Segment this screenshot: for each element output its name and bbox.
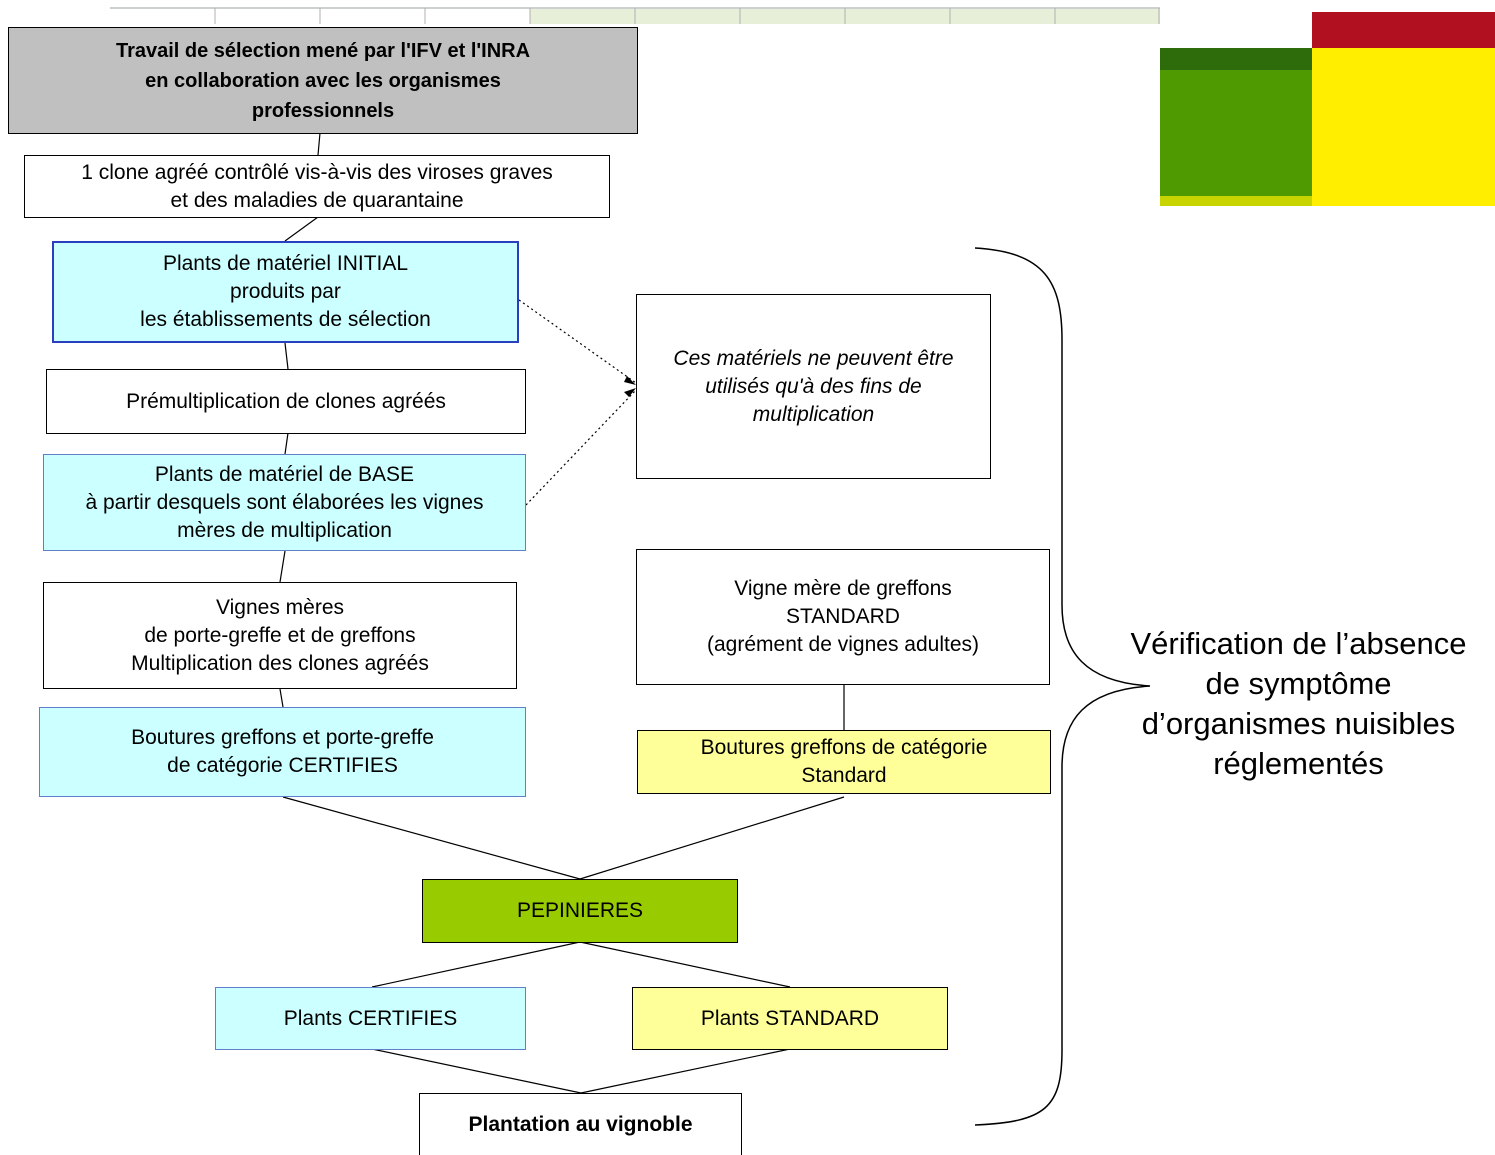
multiplication-only-note: Ces matériels ne peuvent être utilisés q…: [636, 294, 991, 479]
brace-verification-label: Vérification de l’absence de symptôme d’…: [1130, 626, 1467, 781]
standard-cuttings-box: Boutures greffons de catégorie Standard: [637, 730, 1051, 794]
initial-material-box: Plants de matériel INITIAL produits par …: [52, 241, 519, 343]
nurseries-box: PEPINIERES: [422, 879, 738, 943]
selection-work-box: Travail de sélection mené par l'IFV et l…: [8, 27, 638, 134]
corner-color-decoration: [1160, 0, 1495, 210]
certified-plants-box: Plants CERTIFIES: [215, 987, 526, 1050]
premultiplication-box: Prémultiplication de clones agréés: [46, 369, 526, 434]
mother-vines-box: Vignes mères de porte-greffe et de greff…: [43, 582, 517, 689]
vineyard-planting-box: Plantation au vignoble: [419, 1093, 742, 1155]
certified-cuttings-box: Boutures greffons et porte-greffe de cat…: [39, 707, 526, 797]
top-grid-decoration: [110, 7, 1160, 24]
base-material-box: Plants de matériel de BASE à partir desq…: [43, 454, 526, 551]
standard-mother-vine-box: Vigne mère de greffons STANDARD (agrémen…: [636, 549, 1050, 685]
brace-shape: [974, 247, 1151, 1126]
standard-plants-box: Plants STANDARD: [632, 987, 948, 1050]
approved-clone-box: 1 clone agréé contrôlé vis-à-vis des vir…: [24, 155, 610, 218]
